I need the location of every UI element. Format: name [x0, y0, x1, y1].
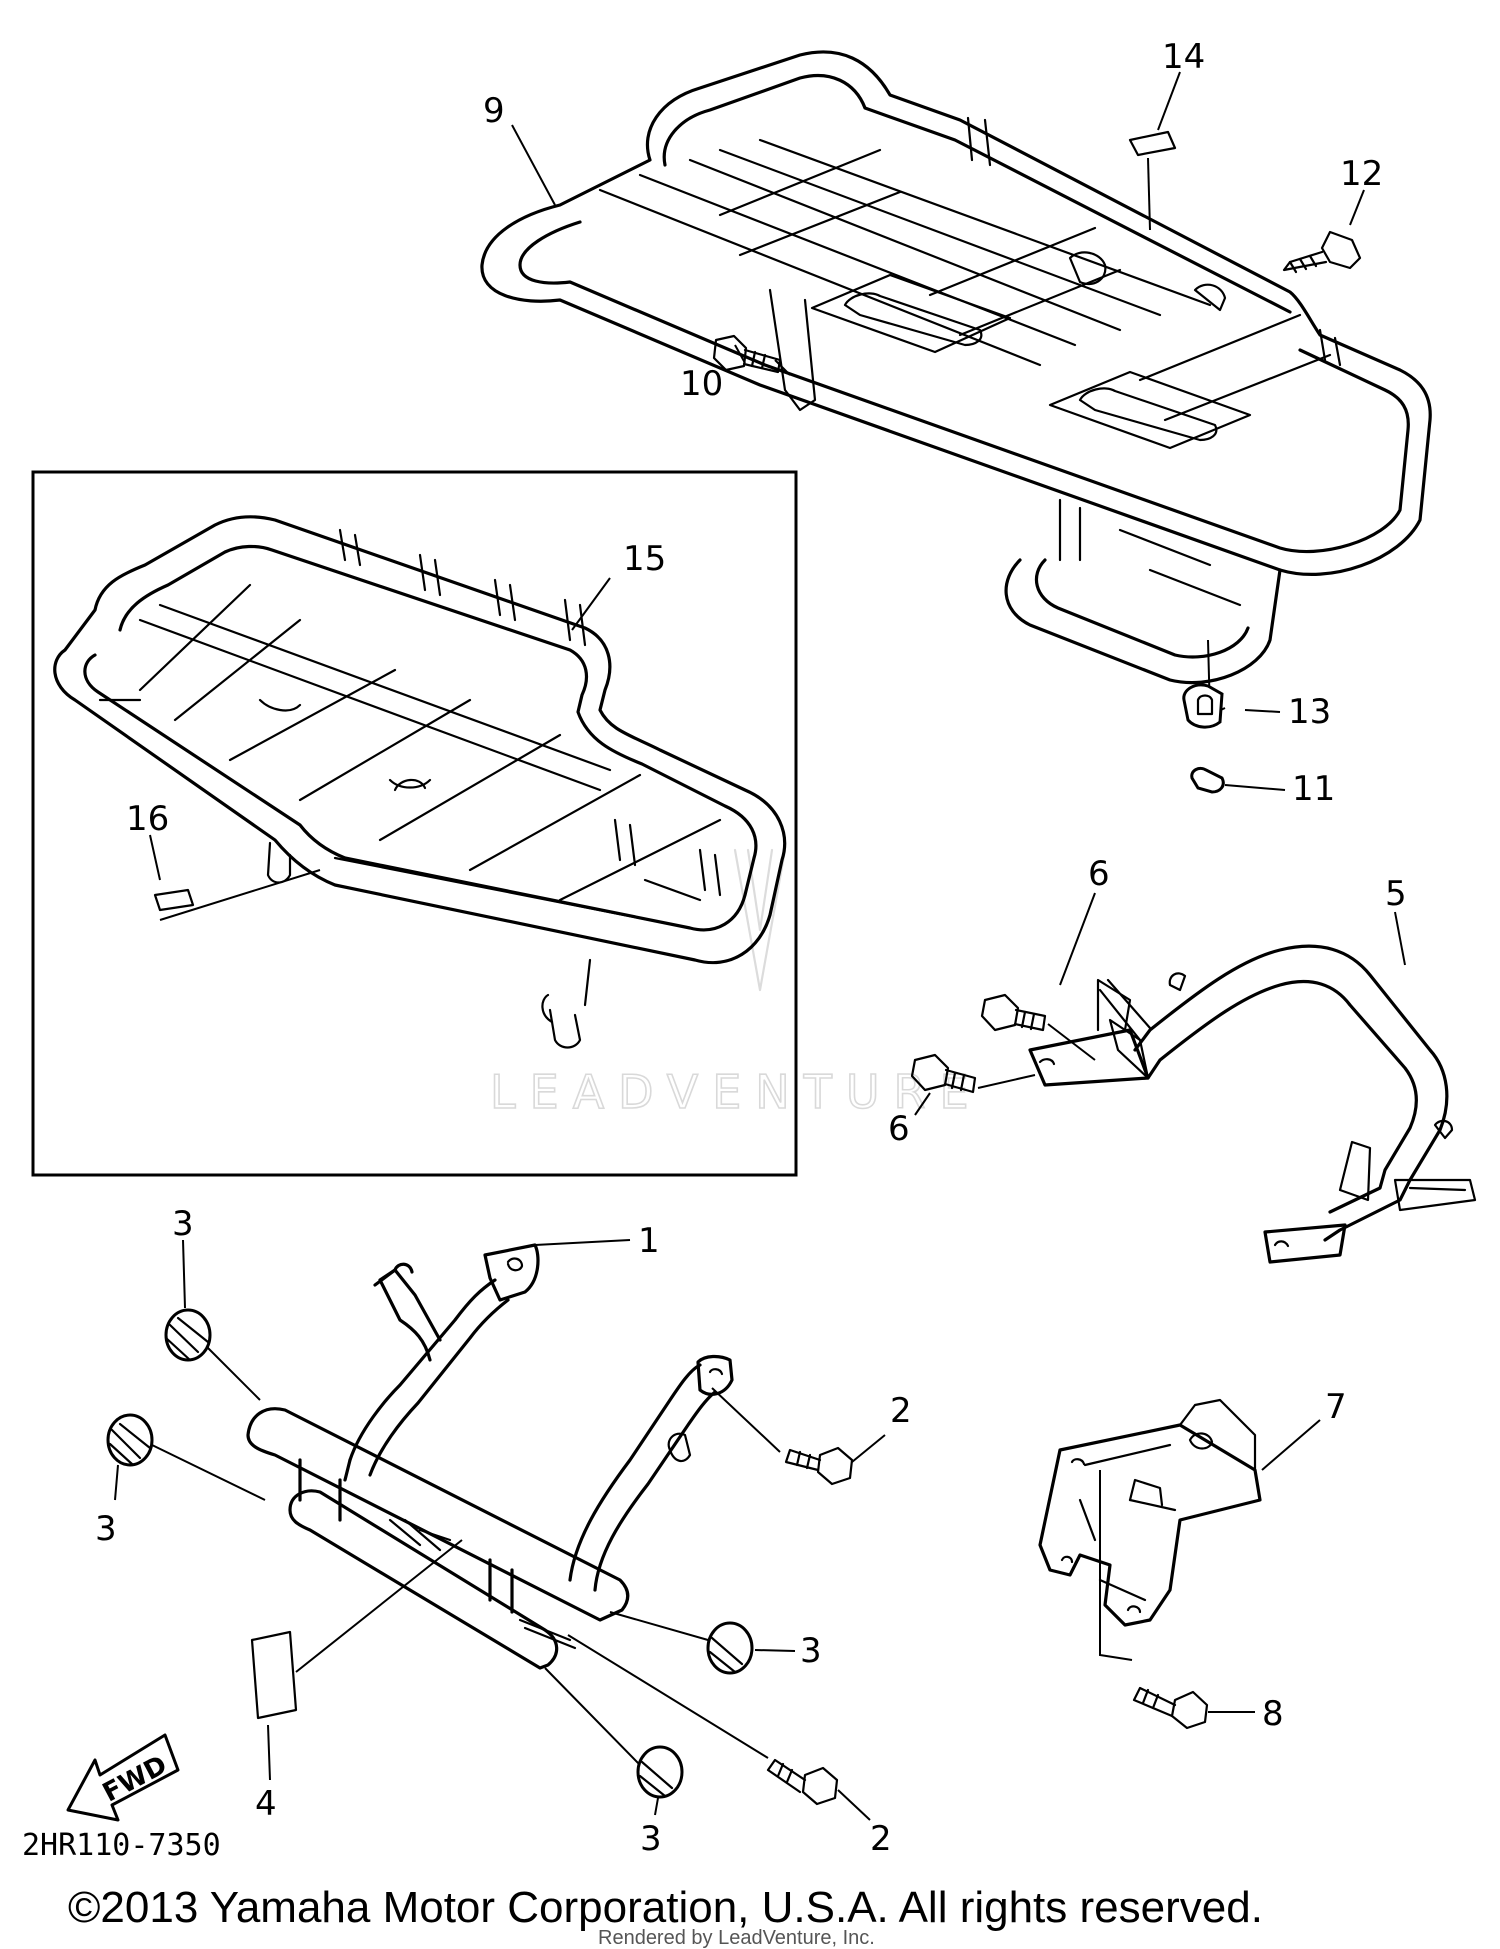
callout-3-left: 3	[95, 1509, 117, 1549]
callout-15: 15	[623, 539, 666, 579]
leader-14	[1157, 71, 1181, 131]
leader-4	[267, 1539, 463, 1781]
callout-7: 7	[1325, 1387, 1347, 1427]
callout-6-lower: 6	[888, 1109, 910, 1149]
callout-1: 1	[638, 1221, 660, 1261]
callout-9: 9	[483, 91, 505, 131]
part-5-rear-guard	[1028, 944, 1477, 1264]
part-4-label	[250, 1630, 298, 1720]
leader-6-upper	[1047, 892, 1096, 1061]
callout-labels: 9 14 12 10 15 13 11 16 6 5 6 3 1 2 7 3 3…	[95, 37, 1407, 1859]
part-14-label-plate	[1128, 130, 1177, 157]
callout-5: 5	[1385, 874, 1407, 914]
part-13-clip	[1182, 683, 1224, 729]
callout-2-upper: 2	[890, 1391, 912, 1431]
part-12-bolt	[1282, 230, 1362, 274]
leader-9	[511, 124, 556, 206]
leader-14-drop	[1147, 157, 1151, 231]
leader-10	[734, 344, 791, 376]
watermark-text: LEADVENTURE	[490, 1065, 983, 1119]
callout-3-right: 3	[800, 1631, 822, 1671]
part-15-front-carrier	[53, 515, 787, 1049]
leader-15	[571, 577, 611, 631]
leader-3-top	[182, 1239, 261, 1401]
part-1-front-guard	[246, 1243, 734, 1670]
part-6-bolt-lower	[910, 1053, 977, 1094]
part-6-bolt-upper	[980, 993, 1047, 1032]
callout-6-upper: 6	[1088, 854, 1110, 894]
callout-16: 16	[126, 799, 169, 839]
part-8-bolt	[1132, 1686, 1209, 1730]
callout-11: 11	[1292, 769, 1335, 809]
leader-3-bottom	[544, 1667, 659, 1816]
fwd-arrow-icon: FWD	[66, 1733, 180, 1822]
part-7-bracket	[1038, 1398, 1262, 1627]
leader-6-lower	[914, 1074, 1036, 1116]
leader-12	[1349, 189, 1365, 226]
callout-2-lower: 2	[870, 1819, 892, 1859]
leader-5	[1394, 911, 1406, 966]
diagram-code: 2HR110-7350	[22, 1828, 221, 1863]
callout-12: 12	[1340, 154, 1383, 194]
callout-10: 10	[680, 364, 723, 404]
rendered-by-credit: Rendered by LeadVenture, Inc.	[598, 1927, 875, 1949]
part-3-collar-left	[106, 1413, 154, 1467]
callout-14: 14	[1162, 37, 1205, 77]
leader-1	[534, 1239, 631, 1246]
watermark-logo-icon	[733, 848, 787, 992]
leader-11	[1224, 784, 1286, 791]
part-2-bolt-upper	[784, 1446, 854, 1486]
watermark: LEADVENTURE	[489, 848, 983, 1120]
part-3-collar-top	[164, 1308, 212, 1362]
leader-2-upper	[711, 1387, 886, 1463]
fwd-arrow-text: FWD	[98, 1750, 172, 1808]
leader-3-right	[609, 1611, 796, 1652]
copyright-notice: ©2013 Yamaha Motor Corporation, U.S.A. A…	[68, 1883, 1263, 1932]
leader-3-left	[114, 1444, 266, 1501]
leader-8	[1099, 1470, 1255, 1713]
inset-box	[31, 470, 798, 1177]
part-3-collar-right	[706, 1621, 754, 1675]
part-10-bolt	[712, 334, 782, 374]
leader-7	[1261, 1419, 1321, 1471]
leader-16	[149, 834, 321, 921]
part-2-bolt-lower	[766, 1758, 839, 1806]
callout-3-top: 3	[172, 1204, 194, 1244]
callout-3-bottom: 3	[640, 1819, 662, 1859]
part-3-collar-bottom	[636, 1745, 684, 1799]
callout-4: 4	[255, 1784, 277, 1824]
part-11-pin	[1190, 766, 1225, 794]
part-9-rear-carrier	[480, 50, 1432, 685]
callout-13: 13	[1288, 692, 1331, 732]
callout-8: 8	[1262, 1694, 1284, 1734]
leader-2-lower	[567, 1634, 871, 1821]
part-16-label-plate	[153, 888, 195, 912]
